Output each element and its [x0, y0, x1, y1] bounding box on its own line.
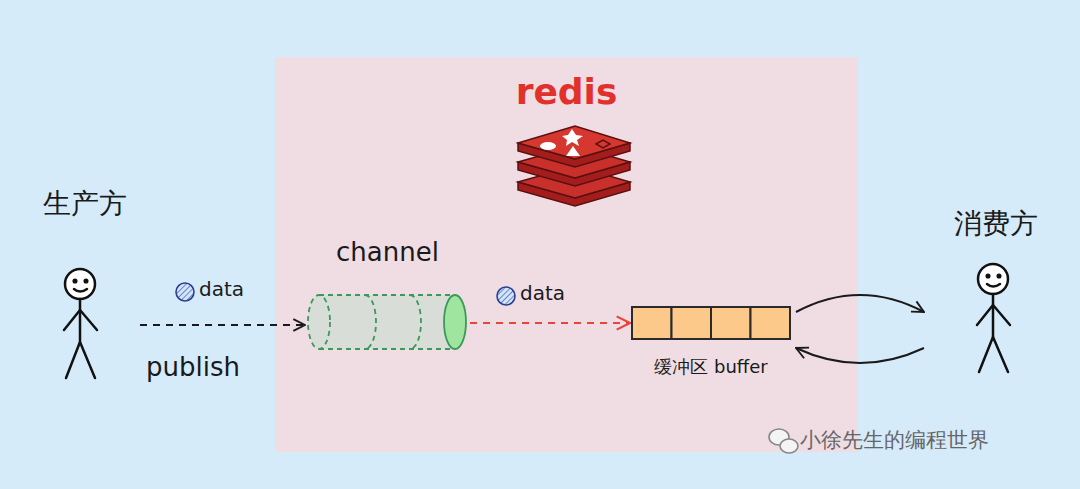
- flow-arrow: [140, 324, 305, 326]
- watermark: 小徐先生的编程世界: [800, 426, 989, 454]
- buffer-cell: [632, 307, 672, 339]
- flow-arrow: [796, 295, 924, 312]
- producer-figure: [64, 269, 97, 378]
- cylinder-segment: [365, 295, 376, 349]
- node-text: channel: [305, 237, 470, 267]
- node-text: 消费方: [928, 205, 1063, 243]
- cylinder-segment: [410, 295, 421, 349]
- node-text: 缓冲区 buffer: [630, 355, 792, 379]
- data-dot: [497, 287, 515, 305]
- buffer-box: 缓冲区 buffer: [630, 305, 792, 397]
- edge-label: publish: [146, 352, 240, 382]
- edge-label: data: [520, 281, 565, 305]
- node-text: redis: [275, 71, 858, 112]
- data-dot: [176, 283, 194, 301]
- buffer-cell: [751, 307, 791, 339]
- consumer-figure: [977, 264, 1010, 372]
- cylinder-body: [319, 295, 455, 349]
- data-label: data: [199, 277, 244, 301]
- node-text: 生产方: [30, 185, 140, 223]
- redis-region: redis channel 缓冲区 buffer: [275, 57, 858, 452]
- redis-region: [275, 57, 858, 452]
- consumer-node: 消费方: [928, 205, 1063, 385]
- cylinder-side: [319, 295, 455, 349]
- buffer-cells: [630, 305, 792, 345]
- buffer-cell: [672, 307, 712, 339]
- wechat-icon: [769, 429, 798, 453]
- flow-arrow: [470, 322, 630, 324]
- buffer-cell: [711, 307, 751, 339]
- cylinder-end: [308, 295, 330, 349]
- cylinder-cap: [444, 295, 466, 349]
- channel-queue: channel: [305, 237, 470, 352]
- redis-logo: [518, 126, 630, 206]
- flow-arrow: [796, 348, 924, 363]
- producer-node: 生产方: [30, 185, 140, 385]
